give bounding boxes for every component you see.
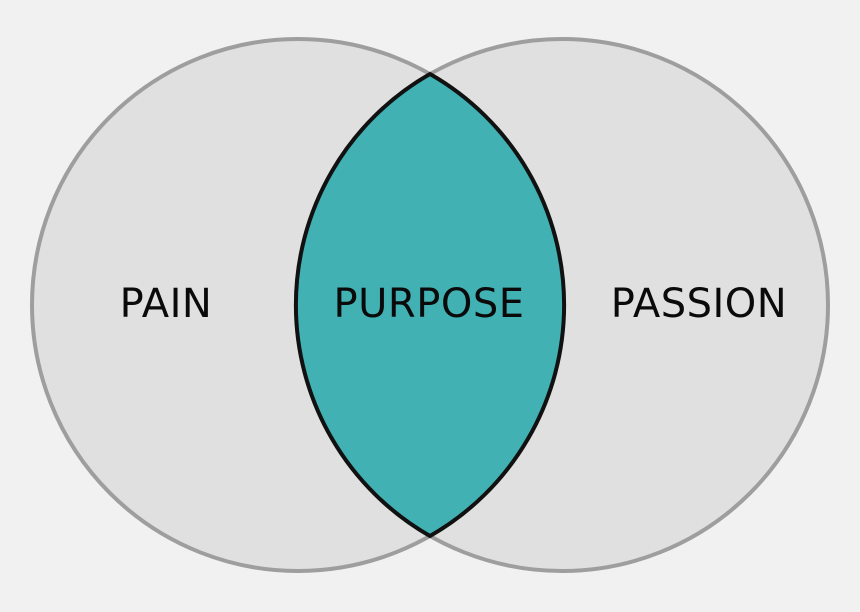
label-passion: PASSION (611, 281, 787, 327)
overlap-region (293, 72, 567, 538)
label-purpose: PURPOSE (334, 281, 525, 327)
label-pain: PAIN (120, 281, 213, 327)
